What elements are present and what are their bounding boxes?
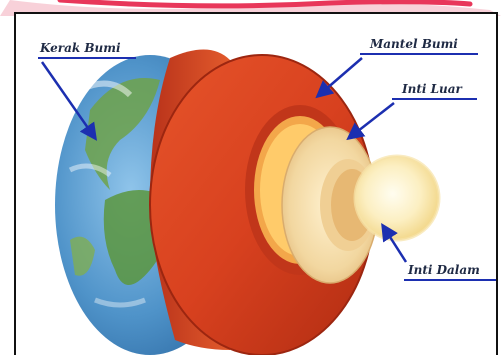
label-inner-core: Inti Dalam <box>408 263 480 277</box>
label-mantle: Mantel Bumi <box>370 37 458 51</box>
label-outer-core: Inti Luar <box>402 82 462 96</box>
label-crust: Kerak Bumi <box>40 41 121 55</box>
inner-core-layer <box>355 156 439 240</box>
arrow-mantle <box>318 58 362 96</box>
arrow-outer-core <box>349 103 394 138</box>
